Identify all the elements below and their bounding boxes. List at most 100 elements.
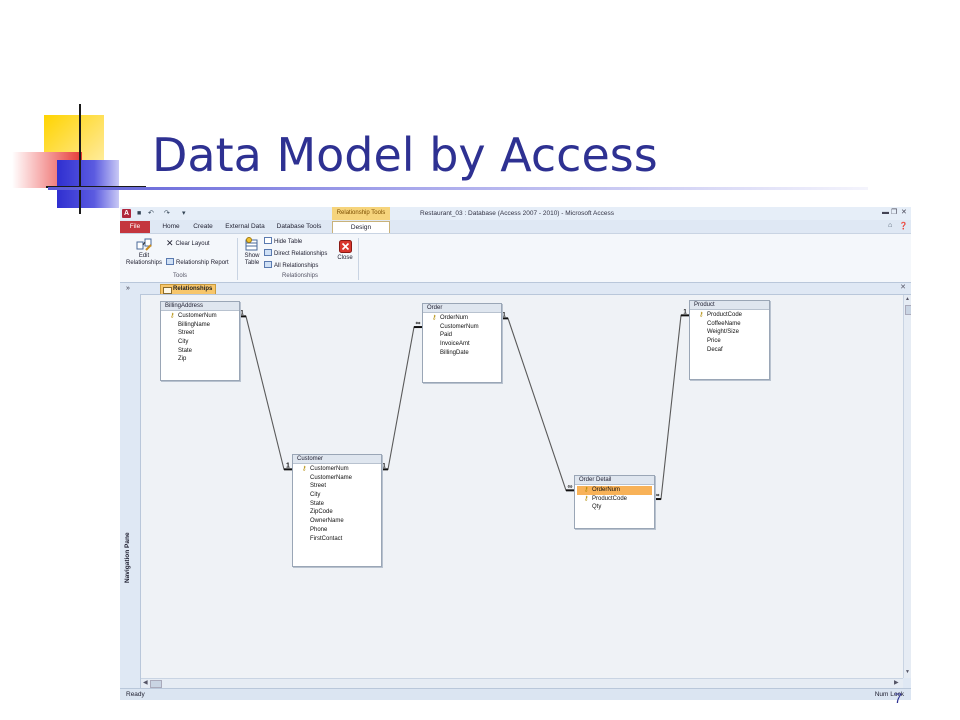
- nav-pane-toggle[interactable]: »: [126, 285, 130, 292]
- field-label: CustomerNum: [178, 313, 217, 319]
- field-firstcontact[interactable]: FirstContact: [295, 535, 379, 544]
- redo-icon[interactable]: ↷: [164, 210, 170, 217]
- tab-relationships[interactable]: Relationships: [160, 284, 216, 294]
- field-decaf[interactable]: Decaf: [692, 346, 767, 355]
- scroll-right-icon[interactable]: ▶: [894, 680, 899, 686]
- cardinality-label: ∞: [655, 492, 660, 499]
- field-paid[interactable]: Paid: [425, 331, 499, 340]
- field-customernum[interactable]: CustomerNum: [425, 323, 499, 332]
- field-coffeename[interactable]: CoffeeName: [692, 320, 767, 329]
- field-phone[interactable]: Phone: [295, 526, 379, 535]
- restore-icon[interactable]: ❐: [891, 209, 898, 216]
- field-label: Decaf: [707, 346, 723, 353]
- title-underline: [48, 187, 868, 190]
- close-button[interactable]: Close: [334, 240, 356, 262]
- field-productcode[interactable]: ⚷ProductCode: [692, 311, 767, 320]
- tools-group-label: Tools: [172, 273, 187, 279]
- field-ownername[interactable]: OwnerName: [295, 517, 379, 526]
- field-street[interactable]: Street: [163, 329, 237, 338]
- undo-icon[interactable]: ↶: [148, 210, 154, 217]
- field-billingdate[interactable]: BillingDate: [425, 349, 499, 358]
- field-label: State: [310, 500, 325, 507]
- primary-key-icon: ⚷: [302, 466, 307, 472]
- field-qty[interactable]: Qty: [577, 503, 652, 512]
- table-title[interactable]: Order: [423, 304, 501, 313]
- field-customernum[interactable]: ⚷CustomerNum: [295, 465, 379, 474]
- field-label: Weight/Size: [707, 329, 739, 336]
- ribbon-minimize-icon[interactable]: ⌂: [888, 222, 893, 229]
- close-document-icon[interactable]: ✕: [900, 284, 906, 291]
- close-label: Close: [337, 255, 353, 261]
- field-zip[interactable]: Zip: [163, 355, 237, 364]
- tab-home[interactable]: Home: [162, 223, 180, 230]
- tab-external-data[interactable]: External Data: [225, 223, 265, 230]
- table-title[interactable]: BillingAddress: [161, 302, 239, 311]
- horizontal-scrollbar[interactable]: ◀ ▶: [141, 678, 903, 688]
- relationship-report-icon: [166, 258, 174, 265]
- field-state[interactable]: State: [163, 347, 237, 356]
- relationships-group-label: Relationships: [281, 273, 319, 279]
- minimize-icon[interactable]: ▬: [882, 209, 889, 216]
- field-ordernum[interactable]: ⚷OrderNum: [425, 314, 499, 323]
- field-label: BillingName: [178, 321, 211, 328]
- cardinality-label: 1: [382, 463, 386, 469]
- tab-database-tools[interactable]: Database Tools: [276, 223, 322, 230]
- vertical-scrollbar[interactable]: ▲ ▼: [903, 295, 911, 678]
- edit-relationships-button[interactable]: Edit Relationships: [123, 237, 165, 267]
- field-label: Zip: [178, 356, 187, 363]
- field-invoiceamt[interactable]: InvoiceAmt: [425, 340, 499, 349]
- customize-qat-icon[interactable]: ▾: [182, 210, 186, 217]
- all-relationships-button[interactable]: All Relationships: [264, 261, 318, 270]
- help-icon[interactable]: ❓: [899, 223, 908, 230]
- horizontal-scroll-thumb[interactable]: [150, 680, 162, 688]
- field-customernum[interactable]: ⚷CustomerNum: [163, 312, 237, 321]
- field-state[interactable]: State: [295, 500, 379, 509]
- table-title[interactable]: Product: [690, 301, 769, 310]
- tab-file[interactable]: File: [120, 221, 150, 233]
- table-title[interactable]: Customer: [293, 455, 381, 464]
- relationship-report-button[interactable]: Relationship Report: [166, 258, 229, 267]
- hide-table-button[interactable]: Hide Table: [264, 237, 302, 246]
- navigation-pane[interactable]: » Navigation Pane: [120, 283, 141, 688]
- blue-block: [57, 160, 119, 208]
- table-title[interactable]: Order Detail: [575, 476, 654, 485]
- field-city[interactable]: City: [295, 491, 379, 500]
- direct-relationships-button[interactable]: Direct Relationships: [264, 249, 327, 258]
- scroll-up-icon[interactable]: ▲: [905, 296, 910, 302]
- slide-title: Data Model by Access: [152, 128, 658, 182]
- field-city[interactable]: City: [163, 338, 237, 347]
- show-table-button[interactable]: Show Table: [240, 237, 264, 267]
- tab-create[interactable]: Create: [193, 223, 213, 230]
- field-label: OwnerName: [310, 518, 344, 525]
- field-customername[interactable]: CustomerName: [295, 474, 379, 483]
- field-zipcode[interactable]: ZipCode: [295, 508, 379, 517]
- field-ordernum[interactable]: ⚷OrderNum: [577, 486, 652, 495]
- close-window-icon[interactable]: ✕: [901, 209, 907, 216]
- field-billingname[interactable]: BillingName: [163, 321, 237, 330]
- field-label: City: [310, 492, 321, 499]
- field-productcode[interactable]: ⚷ProductCode: [577, 495, 652, 504]
- tab-design[interactable]: Design: [332, 221, 390, 233]
- clear-layout-button[interactable]: ✕Clear Layout: [166, 239, 210, 248]
- save-icon[interactable]: ■: [137, 210, 142, 217]
- scroll-down-icon[interactable]: ▼: [905, 669, 910, 675]
- access-app-icon[interactable]: A: [122, 209, 131, 218]
- vertical-scroll-thumb[interactable]: [905, 305, 911, 315]
- relationship-line: [380, 326, 422, 470]
- hide-table-label: Hide Table: [274, 239, 303, 245]
- field-price[interactable]: Price: [692, 337, 767, 346]
- field-weight-size[interactable]: Weight/Size: [692, 328, 767, 337]
- field-label: City: [178, 339, 189, 346]
- scroll-left-icon[interactable]: ◀: [143, 680, 148, 686]
- ribbon-tabs: File Home Create External Data Database …: [120, 220, 911, 233]
- field-label: CustomerName: [310, 474, 353, 481]
- field-street[interactable]: Street: [295, 482, 379, 491]
